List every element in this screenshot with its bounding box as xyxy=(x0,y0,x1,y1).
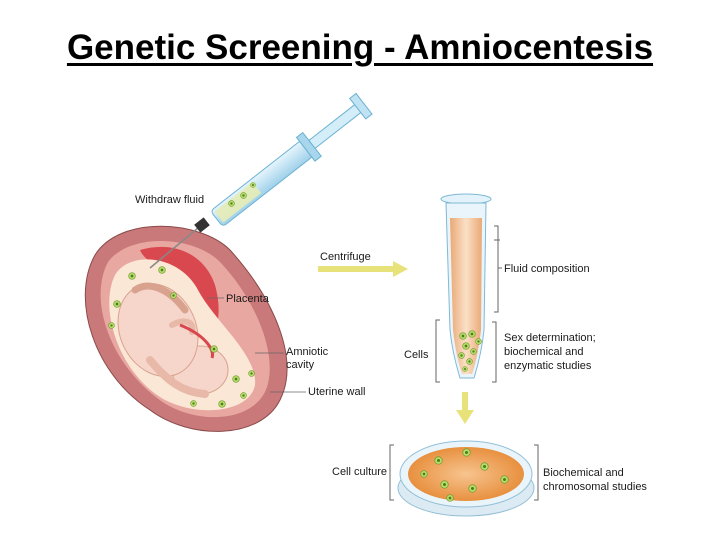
label-cells: Cells xyxy=(404,349,429,361)
label-sex-determination-2: biochemical and xyxy=(504,346,584,358)
label-amniotic-cavity-1: Amniotic xyxy=(286,346,329,358)
label-uterine-wall: Uterine wall xyxy=(308,386,365,398)
petri-dish xyxy=(397,440,535,517)
label-amniotic-cavity-2: cavity xyxy=(286,359,315,371)
slide-title: Genetic Screening - Amniocentesis xyxy=(66,28,654,67)
label-sex-determination-3: enzymatic studies xyxy=(504,360,592,372)
label-biochemical-1: Biochemical and xyxy=(543,467,624,479)
label-centrifuge: Centrifuge xyxy=(320,251,371,263)
fetus xyxy=(117,282,229,398)
leader-lines xyxy=(207,297,306,393)
label-fluid-composition: Fluid composition xyxy=(504,263,590,275)
centrifuge-arrow xyxy=(318,261,408,277)
label-cell-culture: Cell culture xyxy=(332,466,387,478)
brackets xyxy=(389,225,539,501)
label-withdraw-fluid: Withdraw fluid xyxy=(135,194,204,206)
label-biochemical-2: chromosomal studies xyxy=(543,481,647,493)
label-placenta: Placenta xyxy=(226,293,270,305)
down-arrow xyxy=(456,392,474,424)
test-tube xyxy=(440,193,492,379)
label-sex-determination-1: Sex determination; xyxy=(504,332,596,344)
syringe xyxy=(149,92,373,269)
